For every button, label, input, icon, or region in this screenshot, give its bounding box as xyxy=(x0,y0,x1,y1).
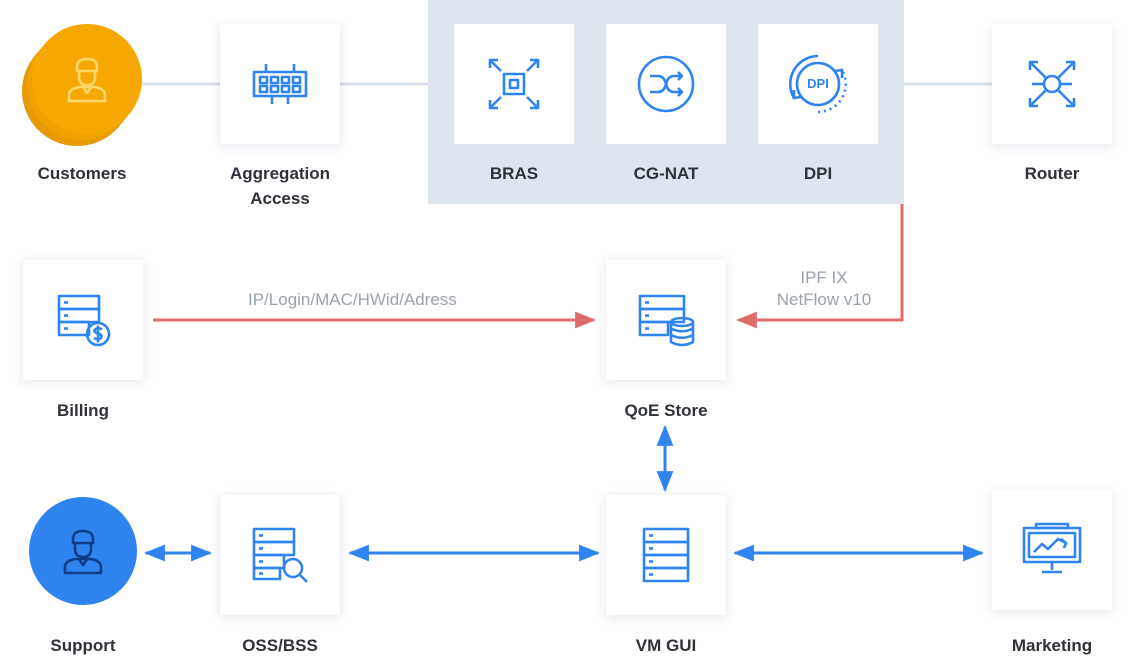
server-search-icon xyxy=(252,527,308,583)
dpi-to-qoe-edge-label-line2: NetFlow v10 xyxy=(776,290,872,309)
vm-gui-label: VM GUI xyxy=(635,636,697,655)
user-icon xyxy=(63,529,103,575)
dpi-icon-text: DPI xyxy=(807,76,829,91)
arrow-dpi-to-qoe xyxy=(735,204,904,329)
bras-label: BRAS xyxy=(489,164,539,183)
billing-node xyxy=(23,260,143,380)
aggregation-access-label: Aggregation Access xyxy=(200,161,360,211)
support-label: Support xyxy=(50,636,116,655)
aggregation-access-label-line2: Access xyxy=(250,189,310,208)
server-icon xyxy=(642,527,690,583)
qoe-store-node xyxy=(606,260,726,380)
router-node xyxy=(992,24,1112,144)
user-icon xyxy=(67,57,107,103)
billing-to-qoe-edge-label: IP/Login/MAC/HWid/Adress xyxy=(248,290,457,309)
qoe-store-label: QoE Store xyxy=(624,401,708,420)
customers-circle xyxy=(32,24,142,134)
router-label: Router xyxy=(1024,164,1080,183)
billing-label: Billing xyxy=(57,401,109,420)
expand-arrows-icon xyxy=(488,58,540,110)
dpi-label: DPI xyxy=(803,164,833,183)
dpi-to-qoe-edge-label-line1: IPF IX xyxy=(800,268,848,287)
cgnat-node xyxy=(606,24,726,144)
marketing-label: Marketing xyxy=(1011,636,1093,655)
router-arrows-icon xyxy=(1028,60,1076,108)
customers-label: Customers xyxy=(37,164,127,183)
monitor-chart-icon xyxy=(1022,522,1082,574)
oss-bss-node xyxy=(220,495,340,615)
aggregation-access-label-line1: Aggregation xyxy=(229,164,331,183)
aggregation-access-node xyxy=(220,24,340,144)
cgnat-label: CG-NAT xyxy=(633,164,699,183)
dpi-node: DPI xyxy=(758,24,878,144)
support-node xyxy=(29,497,137,605)
switch-icon xyxy=(252,64,308,104)
bras-node xyxy=(454,24,574,144)
shuffle-icon xyxy=(637,55,695,113)
marketing-node xyxy=(992,490,1112,610)
customers-node xyxy=(22,24,146,148)
dpi-to-qoe-edge-label: IPF IX NetFlow v10 xyxy=(764,267,884,311)
dpi-cycle-icon: DPI xyxy=(785,51,851,117)
server-dollar-icon xyxy=(57,294,111,347)
oss-bss-label: OSS/BSS xyxy=(242,636,318,655)
server-database-icon xyxy=(638,294,695,347)
vm-gui-node xyxy=(606,495,726,615)
